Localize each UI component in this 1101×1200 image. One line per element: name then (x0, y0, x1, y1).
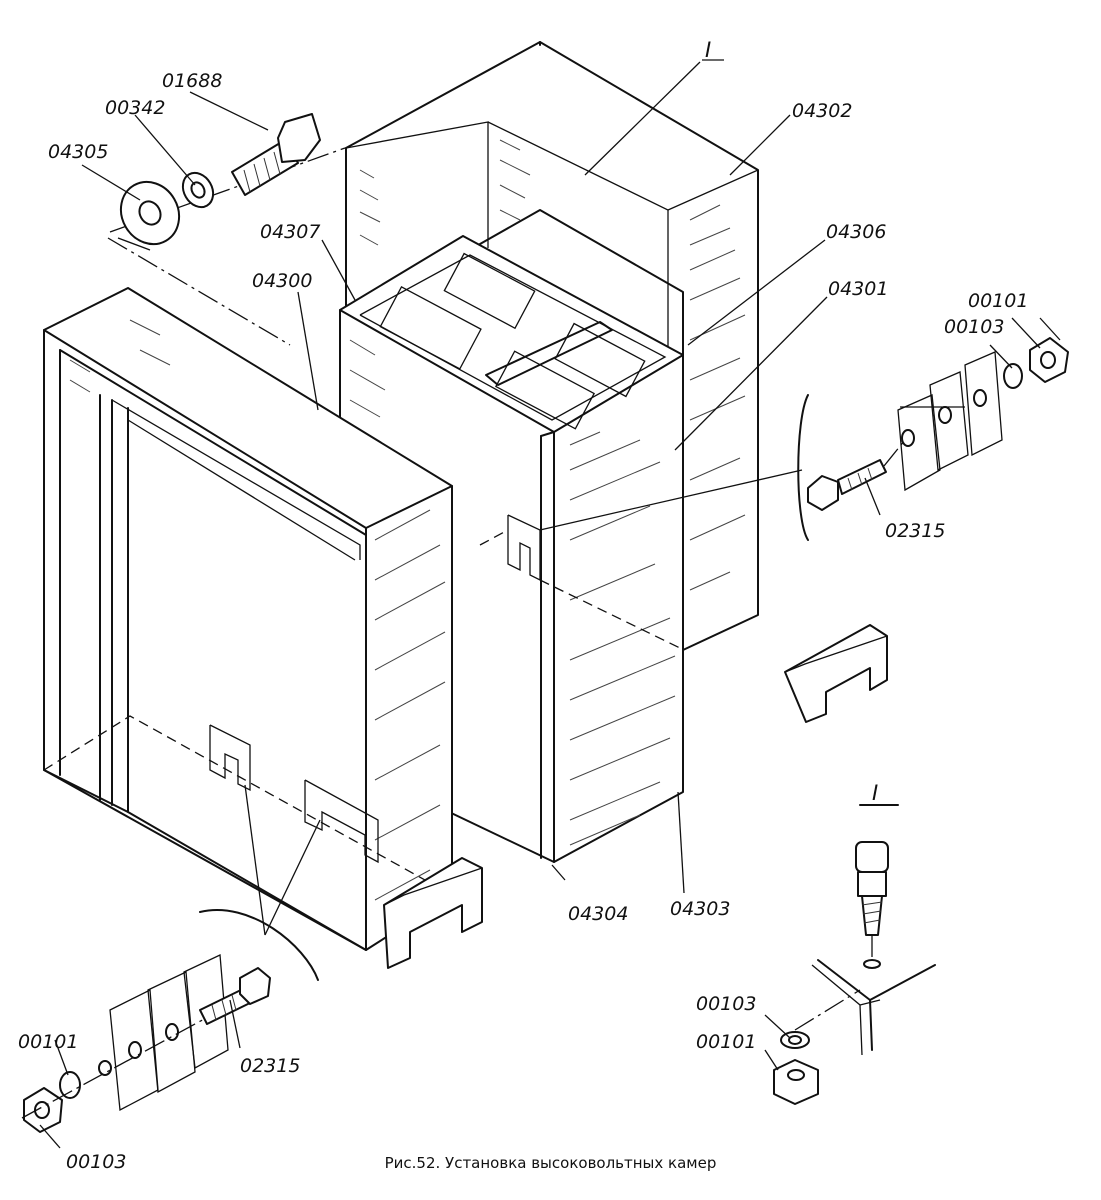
label-04305: 04305 (48, 141, 108, 163)
bolt-01688-icon (231, 113, 321, 196)
label-00103-bottom: 00103 (66, 1151, 126, 1173)
leader-lines (39, 61, 1061, 1149)
figure-caption: Рис.52. Установка высоковольтных камер (384, 1154, 717, 1172)
label-00101-right: 00101 (968, 290, 1028, 312)
lock-washer-00103-right-icon (1003, 363, 1023, 389)
nut-00101-detail-icon (773, 1059, 819, 1105)
label-02315-right: 02315 (885, 520, 945, 542)
detail-mark-top: I (705, 38, 711, 62)
bolt-02315-right-icon (807, 459, 887, 511)
front-frame (43, 287, 453, 951)
label-04301: 04301 (828, 278, 888, 300)
label-04307: 04307 (260, 221, 320, 243)
fastener-set-bottom (21, 784, 321, 1133)
label-04304: 04304 (568, 903, 628, 925)
label-00342: 00342 (105, 97, 165, 119)
clamp-block-right (784, 624, 888, 723)
label-00103-detail: 00103 (696, 993, 756, 1015)
detail-title: I (872, 781, 878, 805)
fastener-set-right (539, 337, 1069, 541)
label-00101-bottom: 00101 (18, 1031, 78, 1053)
stud-icon (855, 841, 889, 936)
detail-I (773, 804, 936, 1105)
label-04300: 04300 (252, 270, 312, 292)
lock-washer-00101-bottom-icon (59, 1071, 81, 1099)
clamp-block-front (383, 857, 483, 969)
label-00101-detail: 00101 (696, 1031, 756, 1053)
label-04302: 04302 (792, 100, 852, 122)
part-labels: 01688 00342 04305 I 04302 04307 04306 04… (18, 38, 1028, 1173)
label-04303: 04303 (670, 898, 730, 920)
label-00103-right: 00103 (944, 316, 1004, 338)
label-04306: 04306 (826, 221, 886, 243)
label-02315-bottom: 02315 (240, 1055, 300, 1077)
label-01688: 01688 (162, 70, 222, 92)
bolt-02315-bottom-icon (199, 967, 271, 1025)
